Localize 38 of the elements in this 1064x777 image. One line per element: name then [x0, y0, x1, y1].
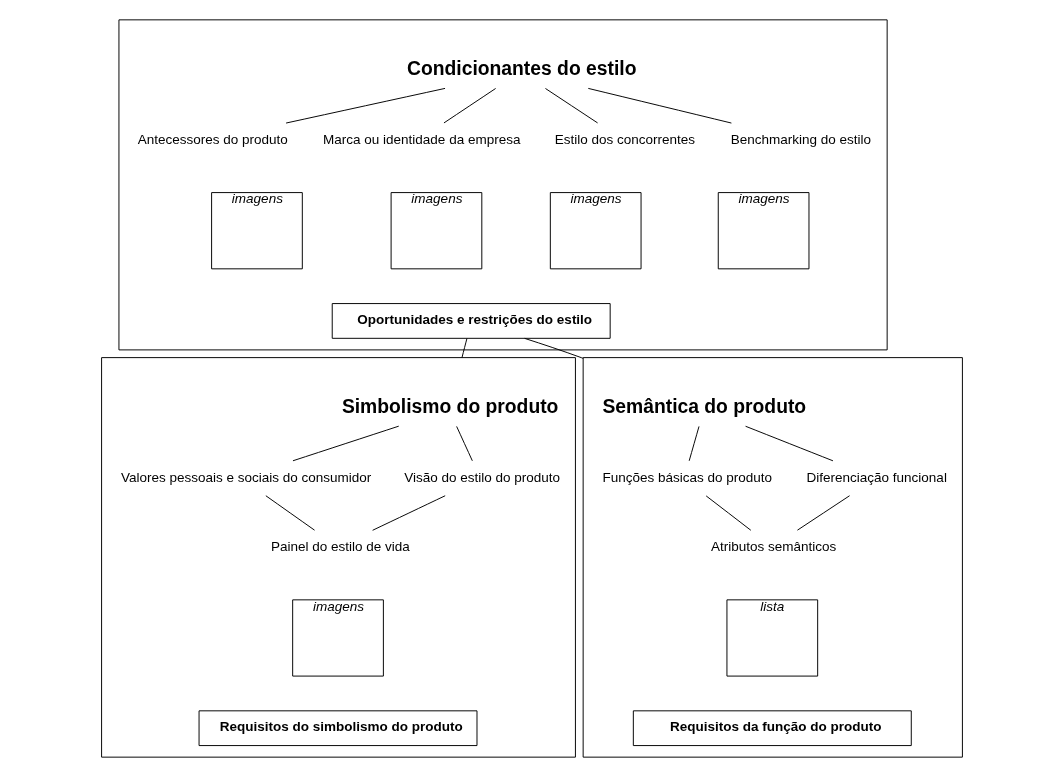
node-box: imagens [211, 192, 303, 270]
node-text: Marca ou identidade da empresa [323, 132, 521, 148]
connector [544, 88, 599, 124]
connector [372, 495, 446, 531]
connector [587, 87, 732, 124]
node-text: Valores pessoais e sociais do consumidor [120, 469, 372, 485]
node-box: imagens [292, 599, 384, 677]
node-text: Estilo dos concorrentes [554, 132, 696, 148]
connector [443, 88, 497, 124]
node-box: Requisitos do simbolismo do produto [198, 710, 478, 747]
node-box: imagens [549, 192, 642, 270]
node-text: Benchmarking do estilo [730, 132, 872, 148]
node-box: lista [726, 599, 819, 677]
node-box: imagens [390, 192, 483, 270]
node-text: Condicionantes do estilo [407, 57, 637, 79]
node-text: Funções básicas do produto [602, 469, 773, 485]
node-text: Semântica do produto [602, 395, 807, 417]
connector [456, 425, 473, 462]
cluster [101, 357, 576, 758]
connector [461, 338, 468, 359]
cluster [118, 19, 888, 351]
cluster [582, 357, 963, 758]
node-text: Simbolismo do produto [341, 395, 559, 417]
node-text: Diferenciação funcional [806, 469, 947, 485]
node-box: Oportunidades e restrições do estilo [331, 303, 611, 339]
node-text: Antecessores do produto [137, 132, 288, 148]
node-box: Requisitos da função do produto [632, 710, 912, 747]
connector [265, 495, 316, 531]
connector [796, 495, 851, 531]
node-box: imagens [717, 192, 810, 270]
connector [705, 495, 752, 531]
connector [688, 425, 700, 462]
connector [292, 425, 400, 462]
node-text: Painel do estilo de vida [270, 539, 410, 555]
node-text: Visão do estilo do produto [404, 469, 560, 485]
node-text: Atributos semânticos [711, 539, 837, 555]
connector [745, 425, 834, 462]
connector [285, 87, 446, 124]
